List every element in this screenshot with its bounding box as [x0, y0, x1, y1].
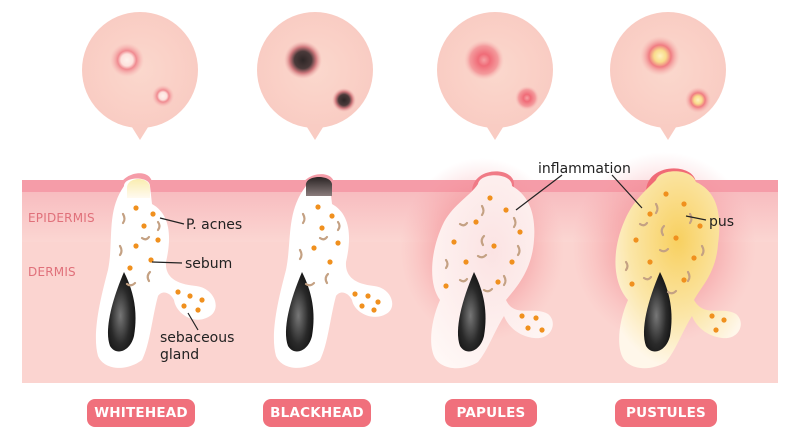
whitehead-closeup-bubble: [82, 12, 198, 140]
pustule-closeup-bubble: [610, 12, 726, 140]
whitehead-hair: [107, 272, 136, 352]
epidermis-label: EPIDERMIS: [28, 211, 95, 225]
blackhead-bacteria: [311, 204, 381, 313]
blackhead-hair: [285, 272, 314, 352]
pustules-badge: PUSTULES: [615, 399, 717, 427]
pustule-illustration: [572, 12, 756, 369]
papule-closeup-bubble: [437, 12, 553, 140]
sebaceous-gland-label-line2: gland: [160, 347, 199, 363]
pustule-sebum: [624, 202, 705, 295]
whitehead-sebum: [118, 212, 161, 287]
whitehead-illustration: [82, 12, 216, 368]
sebum-label: sebum: [185, 256, 232, 272]
sebaceous-gland-label-line1: sebaceous: [160, 330, 234, 346]
blackhead-badge: BLACKHEAD: [263, 399, 371, 427]
pustule-bacteria: [629, 191, 727, 333]
p-acnes-label: P. acnes: [186, 217, 242, 233]
papule-bacteria: [443, 195, 545, 333]
papule-hair: [457, 272, 486, 352]
annotation-leaders: [151, 174, 707, 331]
pus-label: pus: [709, 214, 734, 230]
papule-illustration: [400, 12, 564, 369]
blackhead-closeup-bubble: [257, 12, 373, 140]
whitehead-badge: WHITEHEAD: [87, 399, 195, 427]
blackhead-illustration: [257, 12, 393, 368]
whitehead-plug: [127, 179, 150, 198]
papule-sebum: [444, 204, 521, 293]
whitehead-bacteria: [127, 205, 205, 313]
pustule-hair: [643, 272, 672, 352]
dermis-label: DERMIS: [28, 265, 76, 279]
papules-badge: PAPULES: [445, 399, 537, 427]
skin-surface: [22, 180, 778, 192]
inflammation-label: inflammation: [538, 161, 631, 177]
blackhead-plug: [305, 177, 333, 196]
blackhead-sebum: [298, 212, 341, 287]
